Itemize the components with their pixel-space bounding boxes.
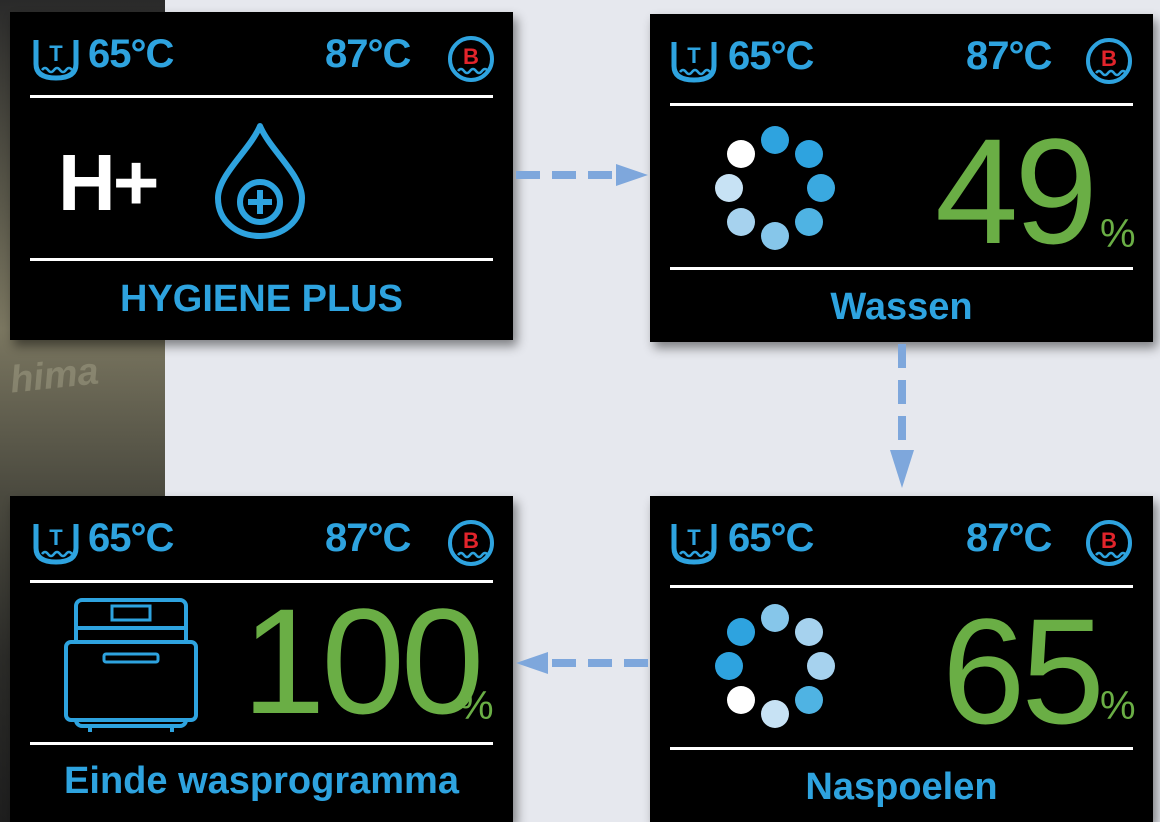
panel-hygiene-plus: T 65°C 87°C B H+ HYGIENE PLUS (10, 12, 513, 340)
tank-temperature: 65°C (88, 32, 174, 76)
svg-text:T: T (49, 525, 63, 550)
tank-temperature: 65°C (728, 34, 814, 78)
tank-temperature-icon: T (671, 524, 717, 565)
boiler-temperature-icon: B (1086, 520, 1132, 566)
water-drop-plus-icon (215, 123, 305, 239)
boiler-temperature: 87°C (325, 32, 411, 76)
divider-bottom (670, 267, 1133, 270)
boiler-temperature-icon: B (1086, 38, 1132, 84)
tank-temperature-icon: T (671, 42, 717, 83)
loading-spinner-icon (715, 126, 835, 250)
background-logo: hima (7, 350, 101, 402)
program-label: Wassen (830, 286, 973, 328)
percent-sign: % (1100, 212, 1136, 256)
tank-temperature-icon: T (33, 524, 79, 565)
svg-text:B: B (463, 528, 479, 553)
svg-text:T: T (687, 43, 701, 68)
arrow-down-icon (890, 344, 914, 488)
percent-sign: % (1100, 684, 1136, 728)
percent-sign: % (458, 684, 494, 728)
boiler-temperature-icon: B (448, 36, 494, 82)
divider-top (670, 585, 1133, 588)
svg-text:T: T (49, 41, 63, 66)
progress-percentage: 49 (935, 107, 1098, 275)
progress-percentage: 100 (242, 577, 484, 745)
svg-text:B: B (1101, 528, 1117, 553)
boiler-temperature: 87°C (966, 34, 1052, 78)
svg-text:T: T (687, 525, 701, 550)
tank-temperature-icon: T (33, 40, 79, 81)
program-label: Naspoelen (805, 766, 998, 808)
boiler-temperature: 87°C (966, 516, 1052, 560)
loading-spinner-icon (715, 604, 835, 728)
dishwasher-icon (64, 598, 198, 732)
program-label: HYGIENE PLUS (120, 278, 403, 320)
tank-temperature: 65°C (728, 516, 814, 560)
hygiene-plus-badge: H+ (58, 138, 159, 227)
divider-top (30, 580, 493, 583)
divider-top (670, 103, 1133, 106)
progress-percentage: 65 (942, 587, 1105, 755)
arrow-right-icon (516, 164, 648, 186)
divider-top (30, 95, 493, 98)
divider-bottom (30, 742, 493, 745)
panel-einde-wasprogramma: T 65°C 87°C B 100 % Einde wasprogramma (10, 496, 513, 822)
boiler-temperature-icon: B (448, 520, 494, 566)
svg-text:B: B (1101, 46, 1117, 71)
divider-bottom (30, 258, 493, 261)
svg-text:B: B (463, 44, 479, 69)
boiler-temperature: 87°C (325, 516, 411, 560)
panel-naspoelen: T 65°C 87°C B 65 % Naspoelen (650, 496, 1153, 822)
program-label: Einde wasprogramma (64, 760, 459, 802)
panel-wassen: T 65°C 87°C B 49 % Wassen (650, 14, 1153, 342)
divider-bottom (670, 747, 1133, 750)
arrow-left-icon (516, 652, 648, 674)
tank-temperature: 65°C (88, 516, 174, 560)
